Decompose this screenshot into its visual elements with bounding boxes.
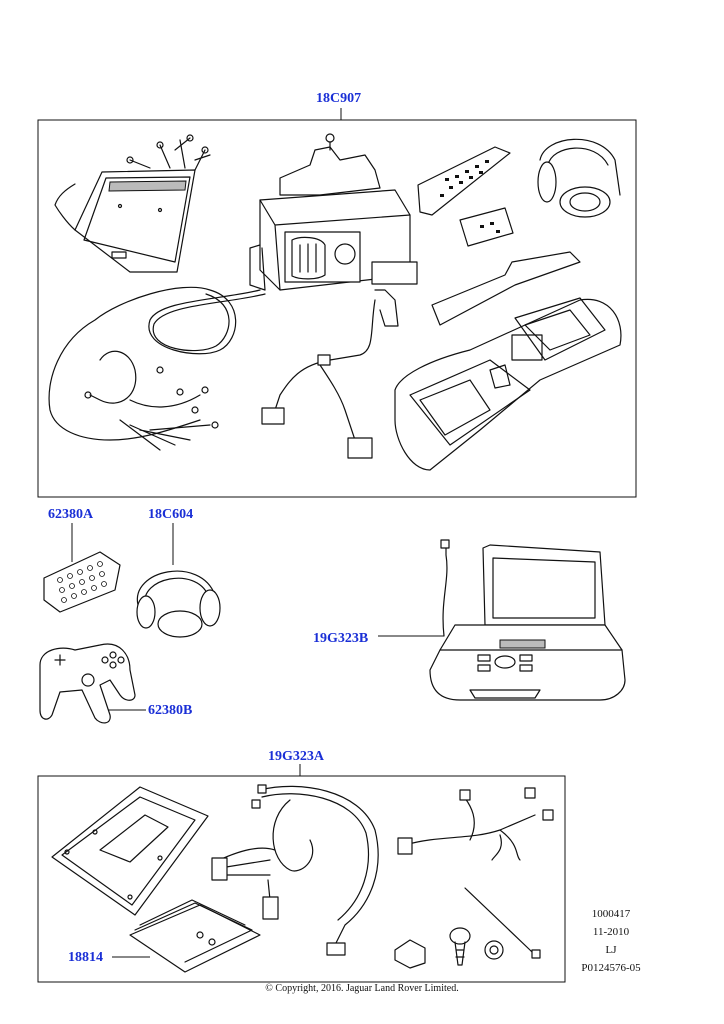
kit-frame-19g323a <box>37 775 566 983</box>
reference-number: 1000417 <box>591 908 631 920</box>
kit-frame-18c907 <box>37 119 637 498</box>
kit-wiring-harness-drawing <box>48 286 266 451</box>
callout-62380b[interactable]: 62380B <box>148 703 193 718</box>
screen-tablet-drawing <box>54 134 211 273</box>
callout-19g323a[interactable]: 19G323A <box>268 749 324 764</box>
screen-unit-drawing <box>429 539 626 701</box>
remote-controls-drawing <box>417 146 514 247</box>
mounting-bracket-drawing <box>431 251 581 326</box>
illustration-number: P0124576-05 <box>581 962 641 974</box>
callout-18814[interactable]: 18814 <box>68 950 103 965</box>
copyright-notice: © Copyright, 2016. Jaguar Land Rover Lim… <box>265 983 459 994</box>
instruction-booklet-drawing <box>129 899 261 973</box>
kit-headphones-drawing <box>537 138 621 218</box>
dvd-player-drawing <box>249 133 418 327</box>
reference-code: LJ <box>605 944 617 956</box>
cable-tie-head <box>531 949 541 959</box>
callout-62380a[interactable]: 62380A <box>48 507 94 522</box>
game-controller-drawing <box>39 643 136 724</box>
callout-18c907[interactable]: 18C907 <box>316 91 362 106</box>
headphones-drawing <box>136 570 221 638</box>
console-tray-drawing <box>394 297 622 471</box>
harness-drawing <box>211 784 379 956</box>
callout-19g323b[interactable]: 19G323B <box>313 631 369 646</box>
callout-18c604[interactable]: 18C604 <box>148 507 194 522</box>
dvd-remote-drawing <box>43 551 121 613</box>
reference-date: 11-2010 <box>592 926 630 938</box>
kit-connector-harness-drawing <box>261 299 376 459</box>
mounting-plate-drawing <box>51 786 209 916</box>
fasteners-drawing <box>394 927 504 969</box>
small-harness-drawing <box>397 787 554 861</box>
